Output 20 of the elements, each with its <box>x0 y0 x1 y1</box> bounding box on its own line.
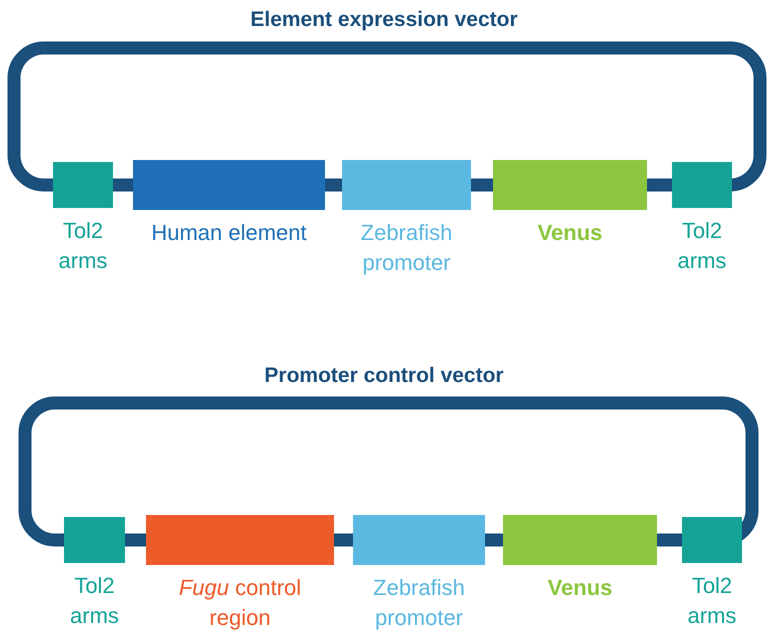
segment-label: Human element <box>150 219 308 247</box>
vector-title: Element expression vector <box>249 8 519 32</box>
segment-label: Fugu control region <box>178 574 302 632</box>
backbone-line <box>334 534 353 546</box>
backbone-line <box>113 178 133 192</box>
segment-label: Venus <box>536 219 604 247</box>
segment-label: Tol2 arms <box>58 217 108 275</box>
backbone-line <box>325 178 342 192</box>
vector-title: Promoter control vector <box>263 364 505 388</box>
backbone-line <box>125 534 146 546</box>
backbone-line <box>485 534 503 546</box>
segment-label: Tol2 arms <box>686 572 738 630</box>
backbone-line <box>471 178 493 192</box>
segment-label: Zebrafish promoter <box>372 574 466 632</box>
backbone-line <box>647 178 672 192</box>
segment-label: Zebrafish promoter <box>360 219 454 277</box>
segment-label: Venus <box>546 574 614 602</box>
backbone-line <box>657 534 682 546</box>
segment-label: Tol2 arms <box>69 572 120 630</box>
segment-label: Tol2 arms <box>676 217 728 275</box>
